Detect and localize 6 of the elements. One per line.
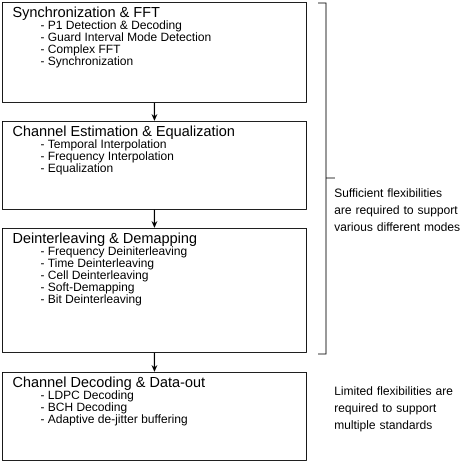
process-box: Synchronization & FFT - P1 Detection & Decoding - Guard Interval Mode Detection - Complex FFT - Synchronization (2, 2, 307, 103)
note-text: Limited flexibilities are required to support multiple standards (335, 386, 452, 432)
process-box: Deinterleaving & Demapping - Frequency Deiniterleaving - Time Deinterleaving - Cell Deinterleaving - Soft-Demapping - Bit Deinterleaving (2, 228, 307, 353)
note-text: Sufficient flexibilities are required to support various different modes (334, 188, 460, 231)
process-box: Channel Decoding & Data-out - LDPC Decoding - BCH Decoding - Adaptive de-jitter buffering (2, 372, 307, 461)
process-box: Channel Estimation & Equalization - Temporal Interpolation - Frequency Interpolation - Equalization (2, 121, 307, 210)
